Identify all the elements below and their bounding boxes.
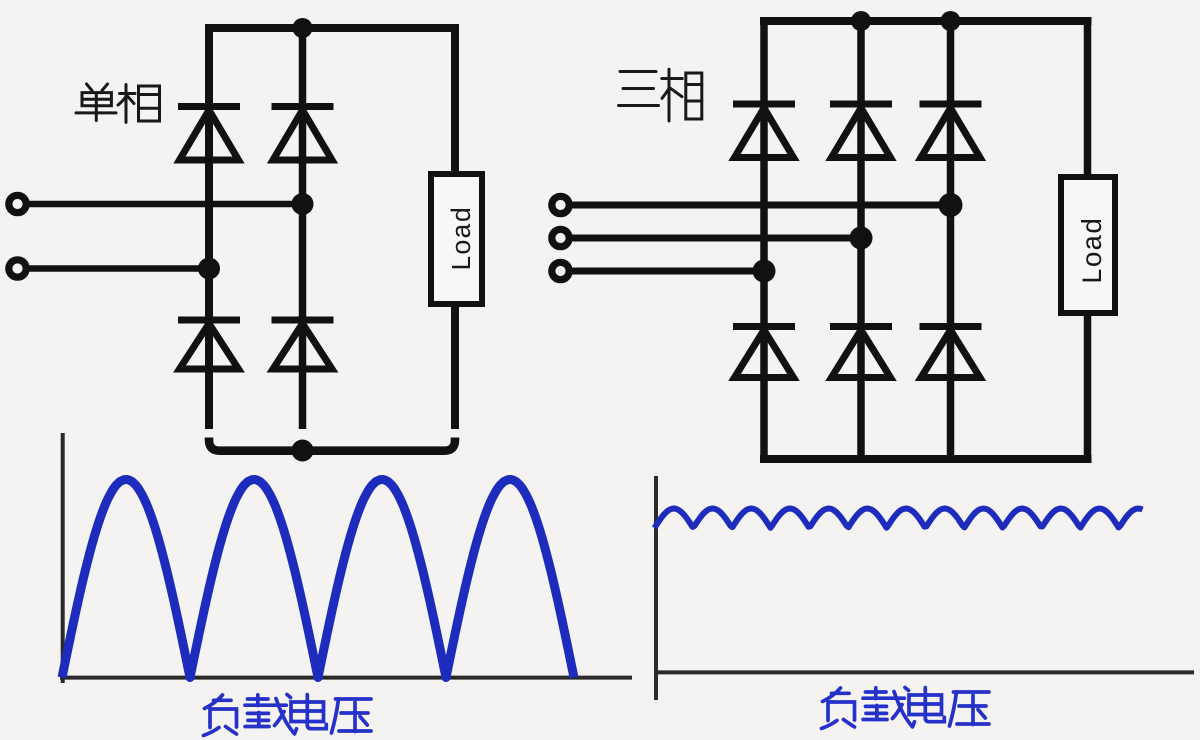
svg-text:Load: Load [1079, 217, 1110, 284]
svg-text:Load: Load [449, 207, 479, 272]
